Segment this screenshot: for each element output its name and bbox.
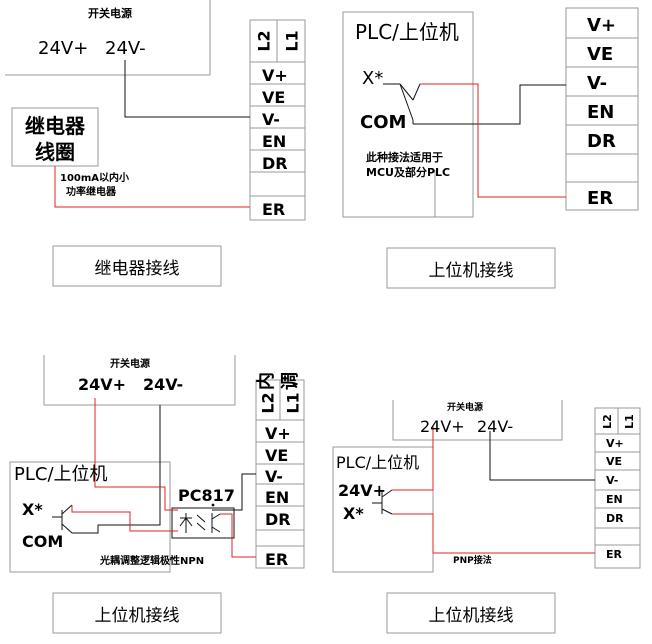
pnp-term-er: ER [606,548,622,561]
plc-note-2: MCU及部分PLC [366,166,451,179]
plc-term-vplus: V+ [587,15,617,36]
pnp-transistor-symbol [372,489,393,515]
opto-diagram [9,355,305,573]
opto-x-label: X* [22,500,43,519]
pnp-diagram [332,400,641,573]
pnp-term-l2: L2 [600,414,614,429]
opto-plc-box [9,461,171,573]
opto-wire-x [71,505,178,532]
opto-power-box [43,355,236,406]
opto-top-vertical-text: 内 调 [256,372,299,393]
pnp-term-dr: DR [606,512,624,525]
opto-term-vplus: V+ [265,424,291,443]
pnp-terminal-block [594,407,641,569]
pnp-term-ve: VE [606,455,623,468]
relay-term-en: EN [262,132,287,151]
plc-term-vminus: V- [587,73,608,94]
relay-caption-box [52,245,222,287]
pnp-power-title: 开关电源 [447,403,484,413]
relay-wire-vminus [124,60,250,118]
plc-diagram [342,7,639,218]
opto-wire-er [220,513,256,558]
opto-terminal-block [255,379,305,569]
pnp-term-l1: L1 [622,414,636,429]
pnp-x-label: X* [343,504,364,523]
opto-wire-24v [94,398,178,511]
opto-caption: 上位机接线 [94,605,180,626]
relay-caption: 继电器接线 [94,258,180,279]
relay-terminal-block [249,19,306,221]
opto-term-vminus: V- [265,467,283,486]
opto-pc817-label: PC817 [178,486,235,505]
pnp-wire-er [392,513,595,554]
relay-coil-label-1: 继电器 [25,114,85,138]
plc-terminal-block [565,7,639,211]
relay-term-vplus: V+ [262,66,288,85]
pnp-wire-vminus [489,431,595,481]
plc-wire-com [413,84,566,125]
pnp-term-vminus: V- [606,474,619,487]
plc-wire-er [420,83,566,198]
relay-24v-plus: 24V+ [38,38,89,59]
plc-term-ve: VE [587,44,614,65]
opto-caption-box [52,592,222,634]
relay-term-er: ER [262,200,286,219]
opto-24v-plus: 24V+ [78,375,127,394]
plc-x-label: X* [362,68,384,89]
opto-24v-minus: 24V- [143,375,184,394]
pnp-caption: 上位机接线 [428,605,514,626]
pnp-term-en: EN [606,493,623,506]
opto-plc-title: PLC/上位机 [14,464,108,485]
pnp-wire-24v [392,426,434,491]
pnp-term-vplus: V+ [606,437,624,450]
opto-com-label: COM [22,532,64,551]
opto-wire-com [72,405,161,534]
plc-com-label: COM [360,112,407,133]
opto-term-dr: DR [265,510,291,529]
relay-term-ve: VE [262,88,286,107]
opto-transistor-symbol [52,504,73,534]
relay-power-box [5,0,211,76]
opto-term-l1: L1 [283,392,303,414]
opto-term-en: EN [265,488,290,507]
opto-term-er: ER [265,550,289,569]
relay-term-l1: L1 [282,30,302,52]
opto-wire-vminus [212,473,256,511]
opto-pc817-box [171,507,235,539]
opto-term-ve: VE [265,446,289,465]
pnp-plc-24v-plus: 24V+ [338,481,387,500]
plc-term-er: ER [587,188,614,209]
opto-power-title: 开关电源 [110,359,150,370]
plc-term-dr: DR [587,131,616,152]
pnp-24v-plus: 24V+ [420,417,465,436]
relay-note-1: 100mA以内小 [60,173,130,184]
relay-diagram [5,0,306,221]
relay-term-l2: L2 [254,30,274,52]
pnp-power-box [392,400,563,441]
pnp-caption-box [386,592,556,634]
pnp-plc-box [332,446,434,573]
plc-term-en: EN [587,102,615,123]
pnp-24v-minus: 24V- [477,417,514,436]
relay-term-dr: DR [262,154,288,173]
plc-title: PLC/上位机 [355,20,459,44]
relay-wire-er [54,166,250,208]
relay-power-title: 开关电源 [88,7,132,20]
opto-note: 光耦调整逻辑极性NPN [100,556,205,567]
plc-box [342,11,474,218]
plc-caption: 上位机接线 [428,260,514,281]
pnp-note: PNP接法 [453,556,492,566]
relay-24v-minus: 24V- [105,38,146,59]
relay-term-vminus: V- [262,110,280,129]
opto-diode-symbol [179,513,221,533]
plc-transistor-symbol [383,83,421,124]
pnp-plc-title: PLC/上位机 [336,453,420,472]
plc-caption-box [386,247,556,289]
opto-term-l2: L2 [258,392,278,414]
relay-coil-label-2: 线圈 [35,140,75,164]
opto-pin-dot [211,503,215,507]
relay-note-2: 功率继电器 [66,187,116,198]
plc-note-1: 此种接法适用于 [366,151,443,164]
